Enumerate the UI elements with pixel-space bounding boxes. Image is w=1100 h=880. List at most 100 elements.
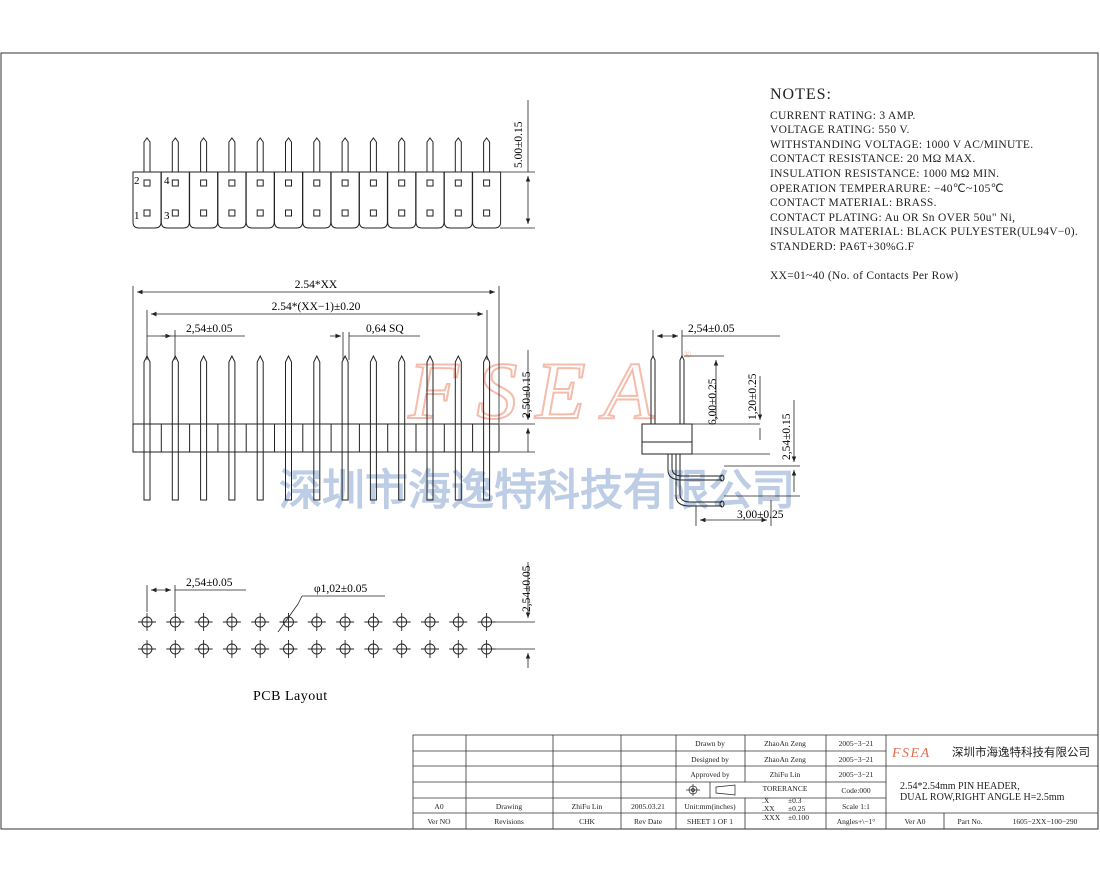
top-contact-square	[341, 209, 349, 217]
pcb-dim-hole: φ1,02±0.05	[314, 583, 367, 595]
top-pin	[454, 137, 462, 172]
tb-hdr-ver: Ver NO	[427, 817, 451, 826]
top-pin	[483, 137, 491, 172]
front-pin-lower	[228, 452, 236, 501]
top-pin	[426, 137, 434, 172]
side-dimensions	[652, 330, 800, 526]
dim-pin: 0,64 SQ	[366, 323, 404, 335]
top-contact-square	[200, 209, 208, 217]
top-pin	[200, 137, 208, 172]
note-xx: XX=01~40 (No. of Contacts Per Row)	[770, 269, 959, 282]
top-contact-square	[171, 179, 179, 187]
top-contact-square	[454, 209, 462, 217]
top-contact-square	[483, 209, 491, 217]
note-line: CONTACT MATERIAL: BRASS.	[770, 197, 937, 210]
front-pin-lower	[454, 452, 462, 501]
note-line: INSULATION RESISTANCE: 1000 MΩ MIN.	[770, 167, 1000, 180]
tb-hdr-revisions: Revisions	[494, 817, 524, 826]
pcb-dim-pitch: 2,54±0.05	[186, 577, 233, 589]
top-pin	[228, 137, 236, 172]
front-pin-lower	[369, 452, 377, 501]
top-contact-square	[228, 179, 236, 187]
tb-code: Code:000	[841, 786, 870, 795]
pcb-dimensions	[146, 562, 535, 668]
top-pin	[369, 137, 377, 172]
front-pin-upper	[313, 354, 321, 424]
front-housing	[132, 423, 500, 453]
top-height-label: 5.00±0.15	[513, 121, 525, 168]
note-line: OPERATION TEMPERARURE: −40℃~105℃	[770, 182, 1004, 195]
side-dim-offset: 3,00±0.25	[737, 509, 784, 521]
top-contact-square	[200, 179, 208, 187]
tb-approved-date: 2005−3−21	[839, 770, 874, 779]
tb-tol-x: .X	[762, 796, 770, 805]
tb-units: Unit:mm(inches)	[684, 802, 736, 811]
tb-rev-chk-name: ZhiFu Lin	[572, 802, 603, 811]
top-pin	[143, 137, 151, 172]
tb-part-title-2: DUAL ROW,RIGHT ANGLE H=2.5mm	[900, 792, 1065, 803]
top-contact-square	[426, 179, 434, 187]
side-dim-tail: 1,20±0.25	[747, 373, 759, 420]
tb-tol-xxx: .XXX	[762, 813, 781, 822]
top-contact-square	[313, 179, 321, 187]
pcb-dim-row: 2,54±0.05	[521, 565, 533, 612]
tb-tol-xxx-val: ±0.100	[788, 813, 809, 822]
top-pin	[256, 137, 264, 172]
front-pin-lower	[426, 452, 434, 501]
front-pin-lower	[341, 452, 349, 501]
front-pin-upper	[426, 354, 434, 424]
top-contact-square	[483, 179, 491, 187]
tb-scale: Scale 1:1	[842, 802, 870, 811]
tb-rev-drawing: Drawing	[496, 802, 522, 811]
tb-company: 深圳市海逸特科技有限公司	[952, 745, 1090, 759]
top-contact-square	[426, 209, 434, 217]
tb-tol-xx-val: ±0.25	[788, 804, 805, 813]
top-contact-square	[256, 209, 264, 217]
svg-text:®: ®	[683, 349, 691, 361]
front-pin-lower	[285, 452, 292, 501]
top-contact-square	[369, 179, 377, 187]
front-pin-upper	[200, 354, 208, 424]
pcb-layout-label: PCB Layout	[253, 689, 328, 704]
front-pin-lower	[483, 452, 491, 501]
note-line: STANDERD: PA6T+30%G.F	[770, 240, 915, 253]
side-dim-pin-len: 6,00±0.25	[707, 378, 719, 425]
top-contact-square	[369, 209, 377, 217]
tb-part-title-1: 2.54*2.54mm PIN HEADER,	[900, 781, 1020, 792]
top-height-dim	[500, 100, 535, 229]
top-contact-square	[285, 209, 292, 217]
dim-front-height: 2,50±0.15	[521, 371, 533, 418]
watermark-company: 深圳市海逸特科技有限公司	[279, 467, 795, 515]
dim-span: 2.54*(XX−1)±0.20	[272, 301, 361, 313]
watermark-logo: FSEA	[407, 345, 671, 436]
tb-drawn-label: Drawn by	[695, 739, 725, 748]
tb-rev-a0: A0	[434, 802, 443, 811]
top-contact-square	[313, 209, 321, 217]
tb-designed-label: Designed by	[691, 755, 729, 764]
top-contact-square	[256, 179, 264, 187]
top-pin	[171, 137, 179, 172]
tb-tol-x-val: ±0.3	[788, 796, 802, 805]
top-contact-square	[171, 209, 179, 217]
front-pin-upper	[228, 354, 236, 424]
tb-angles: Angles+\−1°	[837, 817, 876, 826]
front-pin-lower	[313, 452, 321, 501]
front-pin-upper	[256, 354, 264, 424]
tb-hdr-chk: CHK	[579, 817, 595, 826]
title-block	[412, 734, 1099, 830]
watermark: FSEA ® 深圳市海逸特科技有限公司	[279, 344, 795, 515]
projection-symbol-icon	[686, 784, 736, 796]
note-line: CONTACT PLATING: Au OR Sn OVER 50u" Ni,	[770, 211, 1016, 224]
pcb-layout	[138, 613, 496, 658]
top-pin	[313, 137, 321, 172]
note-line: WITHSTANDING VOLTAGE: 1000 V AC/MINUTE.	[770, 138, 1034, 151]
top-pin	[285, 137, 292, 172]
tb-tolerance-label: TORERANCE	[763, 784, 808, 793]
dim-pitch: 2,54±0.05	[186, 323, 233, 335]
front-view	[132, 354, 500, 501]
note-line: INSULATOR MATERIAL: BLACK PULYESTER(UL94…	[770, 226, 1079, 239]
front-pin-upper	[369, 354, 377, 424]
front-pin-upper	[341, 354, 349, 424]
tb-rev-date: 2005.03.21	[631, 802, 665, 811]
tb-ver-label: Ver A0	[904, 817, 925, 826]
